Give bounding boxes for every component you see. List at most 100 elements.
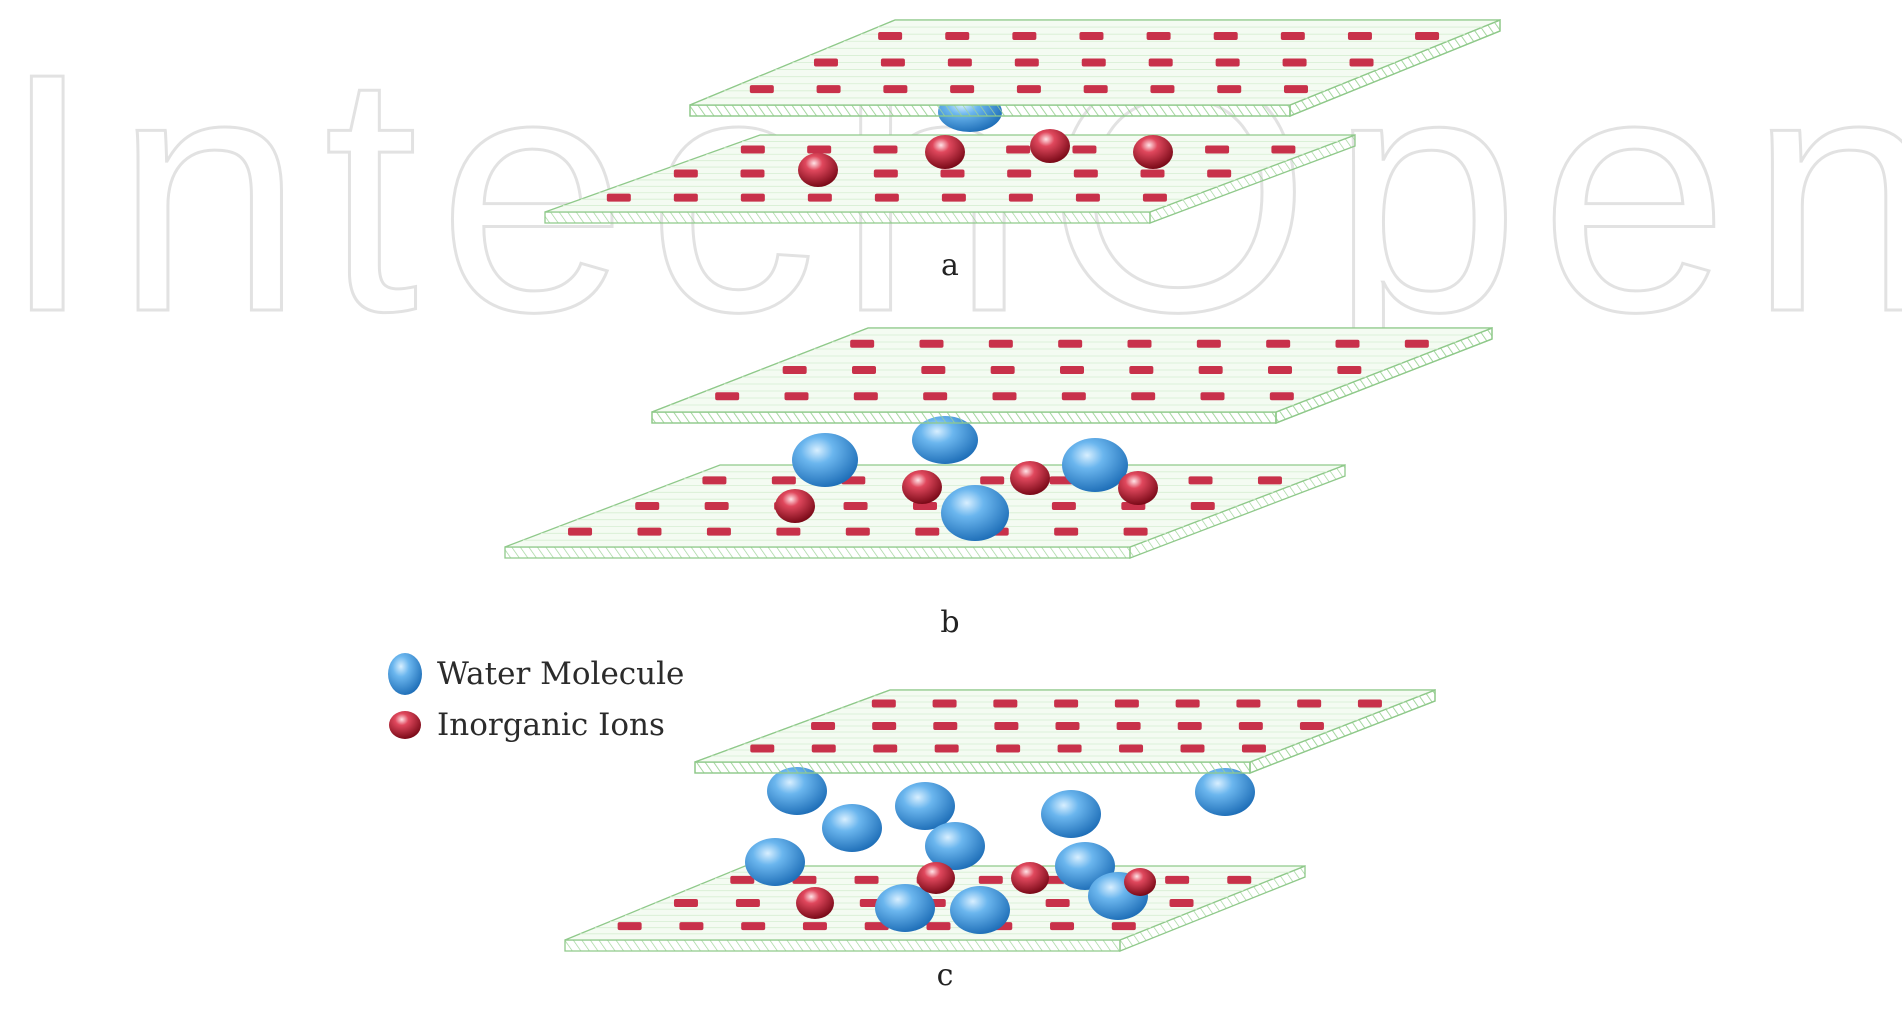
- charge-site: [1215, 58, 1240, 67]
- charge-site: [741, 922, 766, 931]
- water-molecule: [1041, 790, 1101, 838]
- charge-site: [1050, 922, 1075, 931]
- inorganic-ion: [1011, 862, 1049, 894]
- charge-site: [1217, 85, 1242, 94]
- charge-site: [1347, 31, 1372, 40]
- charge-site: [735, 899, 760, 907]
- inorganic-ion-icon: [389, 711, 421, 739]
- charge-site: [807, 193, 832, 202]
- charge-site: [919, 339, 944, 348]
- inorganic-ion: [917, 862, 955, 894]
- charge-site: [1140, 169, 1165, 178]
- charge-site: [852, 366, 876, 374]
- charge-site: [878, 31, 903, 40]
- charge-site: [947, 58, 972, 67]
- charge-site: [1119, 744, 1144, 753]
- sheet-front-edge: [544, 211, 1151, 224]
- charge-site: [932, 699, 957, 708]
- charge-site: [1008, 193, 1033, 202]
- charge-site: [1268, 366, 1292, 374]
- inorganic-ion: [796, 887, 834, 919]
- charge-site: [1271, 145, 1296, 154]
- sheet-front-edge: [504, 546, 1131, 559]
- inorganic-ion: [1118, 471, 1158, 505]
- charge-site: [1060, 366, 1084, 374]
- charge-site: [1177, 722, 1202, 730]
- charge-site: [1051, 502, 1076, 510]
- water-molecule: [792, 433, 858, 487]
- charge-site: [1335, 339, 1360, 348]
- water-molecule-icon: [388, 653, 422, 695]
- charge-site: [1131, 392, 1156, 401]
- charge-site: [704, 502, 729, 510]
- charge-site: [845, 527, 870, 536]
- charge-site: [1227, 875, 1252, 884]
- water-molecule: [925, 822, 985, 870]
- panel-label-c: c: [937, 958, 954, 993]
- charge-site: [1404, 339, 1429, 348]
- charge-site: [853, 392, 878, 401]
- water-molecule: [875, 884, 935, 932]
- charge-site: [771, 476, 796, 485]
- clay-sheet-c-top: [694, 689, 1436, 774]
- charge-site: [883, 85, 908, 94]
- charge-site: [1073, 169, 1098, 178]
- charge-site: [872, 722, 897, 730]
- charge-site: [811, 744, 836, 753]
- charge-site: [921, 366, 946, 374]
- charge-site: [880, 58, 905, 67]
- charge-site: [940, 169, 965, 178]
- charge-site: [1180, 744, 1205, 753]
- charge-site: [1116, 722, 1141, 730]
- charge-site: [1081, 58, 1106, 67]
- charge-site: [1169, 899, 1194, 907]
- charge-site: [750, 744, 775, 753]
- charge-site: [706, 527, 731, 536]
- charge-site: [1055, 722, 1080, 730]
- charge-site: [874, 193, 899, 202]
- inorganic-ion: [1030, 129, 1070, 163]
- charge-site: [1266, 339, 1291, 348]
- charge-site: [673, 169, 698, 178]
- charge-site: [1148, 58, 1173, 67]
- charge-site: [1142, 193, 1167, 202]
- charge-site: [873, 744, 898, 753]
- sheet-front-edge: [651, 411, 1277, 424]
- charge-site: [1280, 31, 1305, 40]
- charge-site: [702, 476, 727, 485]
- charge-site: [871, 699, 896, 708]
- charge-site: [1297, 699, 1322, 708]
- charge-site: [873, 169, 898, 178]
- water-molecule: [745, 838, 805, 886]
- sheet-front-edge: [689, 104, 1291, 117]
- charge-site: [1061, 392, 1086, 401]
- charge-site: [1236, 699, 1261, 708]
- charge-site: [784, 392, 809, 401]
- sheet-front-edge: [694, 761, 1251, 774]
- charge-site: [1014, 58, 1039, 67]
- charge-site: [1111, 922, 1136, 931]
- charge-site: [792, 875, 817, 884]
- charge-site: [1241, 744, 1266, 753]
- charge-site: [926, 922, 951, 931]
- charge-site: [1165, 875, 1190, 884]
- legend-item-ion: Inorganic Ions: [385, 707, 665, 743]
- charge-site: [1054, 699, 1079, 708]
- charge-site: [673, 193, 698, 202]
- charge-site: [1188, 476, 1213, 485]
- charge-site: [1057, 744, 1082, 753]
- charge-site: [635, 502, 660, 510]
- water-molecule: [895, 782, 955, 830]
- inorganic-ion: [1124, 868, 1156, 896]
- charge-site: [992, 392, 1017, 401]
- charge-site: [1282, 58, 1307, 67]
- charge-site: [740, 169, 765, 178]
- charge-site: [850, 339, 875, 348]
- charge-site: [1415, 31, 1440, 40]
- inorganic-ion: [1010, 461, 1050, 495]
- charge-site: [1045, 899, 1070, 907]
- charge-site: [1238, 722, 1263, 730]
- charge-site: [1257, 476, 1282, 485]
- charge-site: [1072, 145, 1097, 154]
